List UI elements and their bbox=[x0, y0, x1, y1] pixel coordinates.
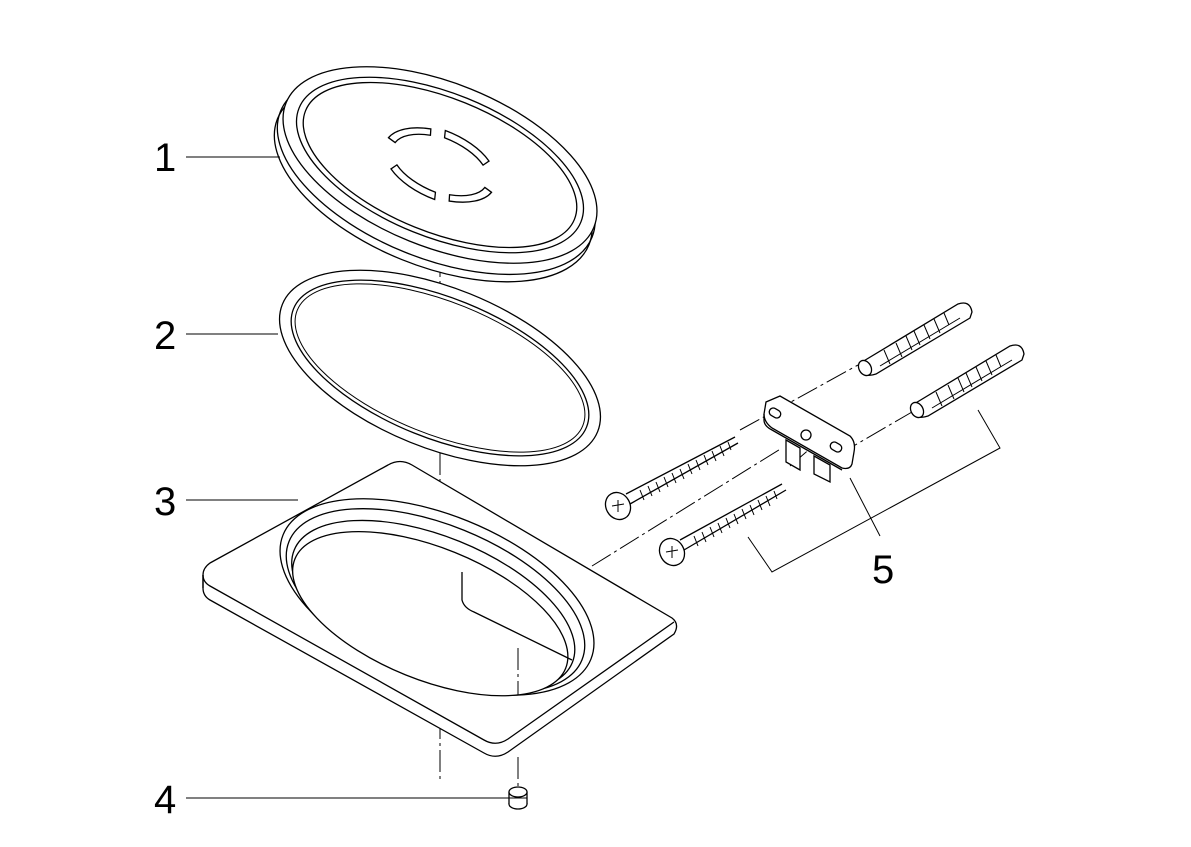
mounting-bracket bbox=[763, 395, 856, 484]
part-5-mounting-kit bbox=[591, 302, 1025, 573]
callout-label-4: 4 bbox=[154, 778, 177, 822]
part-3-base-plate bbox=[202, 460, 678, 757]
callout-label-1: 1 bbox=[154, 136, 177, 180]
wall-plug-upper bbox=[857, 302, 973, 377]
part-2-gasket-ring bbox=[278, 269, 602, 467]
screw-lower bbox=[658, 483, 787, 567]
callout-label-5: 5 bbox=[872, 548, 895, 592]
wall-plug-lower bbox=[909, 344, 1025, 419]
callout-label-2: 2 bbox=[154, 314, 177, 358]
callout-label-3: 3 bbox=[154, 480, 177, 524]
screw-upper bbox=[604, 436, 739, 521]
part-1-cover bbox=[273, 66, 598, 283]
cover-slots bbox=[387, 127, 493, 203]
part-4-plug bbox=[508, 757, 528, 810]
